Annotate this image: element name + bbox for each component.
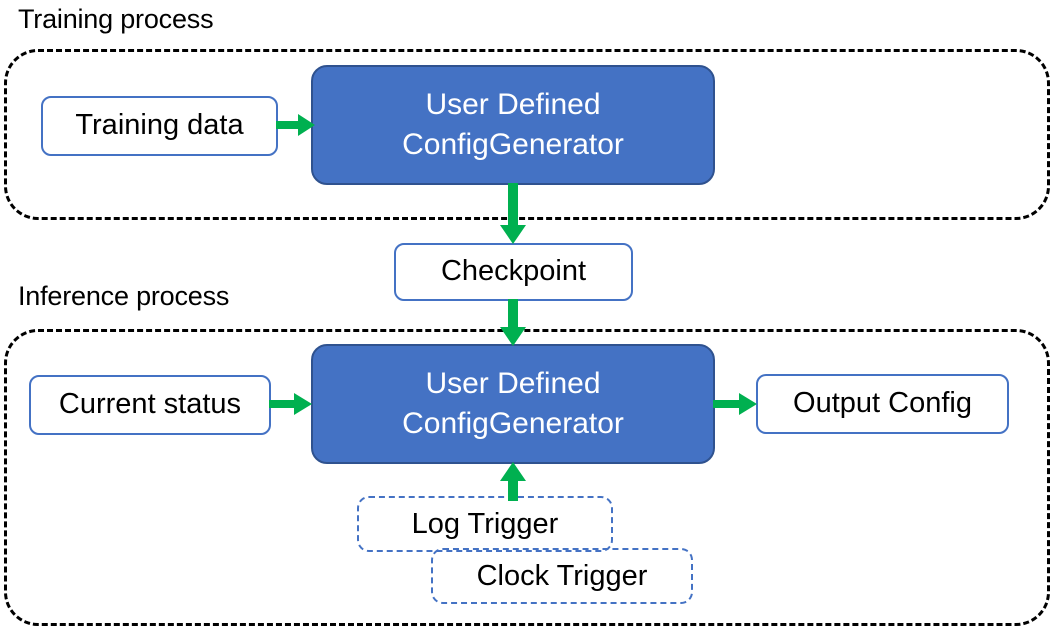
clock-trigger-box[interactable]: Clock Trigger: [431, 548, 693, 604]
training-process-title: Training process: [18, 4, 214, 34]
current-status-box[interactable]: Current status: [29, 375, 271, 435]
inference-process-title: Inference process: [18, 281, 230, 311]
arrow-triggers-to-generator-icon: [499, 462, 527, 502]
training-process-container: [4, 49, 1050, 220]
training-config-generator-box[interactable]: User Defined ConfigGenerator: [311, 65, 715, 185]
training-data-label: Training data: [75, 109, 244, 142]
arrow-generator-to-checkpoint-icon: [499, 183, 527, 245]
inference-process-container: [4, 329, 1050, 626]
arrow-current-status-to-generator-icon: [269, 391, 313, 417]
training-config-generator-label-line2: ConfigGenerator: [402, 128, 624, 161]
checkpoint-label: Checkpoint: [440, 255, 587, 288]
inference-config-generator-label-line2: ConfigGenerator: [402, 407, 624, 440]
clock-trigger-label: Clock Trigger: [476, 559, 648, 592]
log-trigger-label: Log Trigger: [411, 507, 559, 540]
current-status-label: Current status: [58, 388, 242, 421]
output-config-box[interactable]: Output Config: [756, 374, 1009, 434]
inference-config-generator-box[interactable]: User Defined ConfigGenerator: [311, 344, 715, 464]
training-data-box[interactable]: Training data: [41, 96, 278, 156]
arrow-generator-to-output-config-icon: [713, 391, 758, 417]
log-trigger-box[interactable]: Log Trigger: [357, 496, 613, 552]
arrow-checkpoint-to-generator-icon: [499, 299, 527, 347]
checkpoint-box[interactable]: Checkpoint: [394, 243, 633, 301]
arrow-training-data-to-generator-icon: [276, 112, 316, 138]
output-config-label: Output Config: [793, 387, 972, 420]
training-config-generator-label-line1: User Defined: [425, 88, 601, 122]
inference-config-generator-label-line1: User Defined: [425, 367, 601, 401]
